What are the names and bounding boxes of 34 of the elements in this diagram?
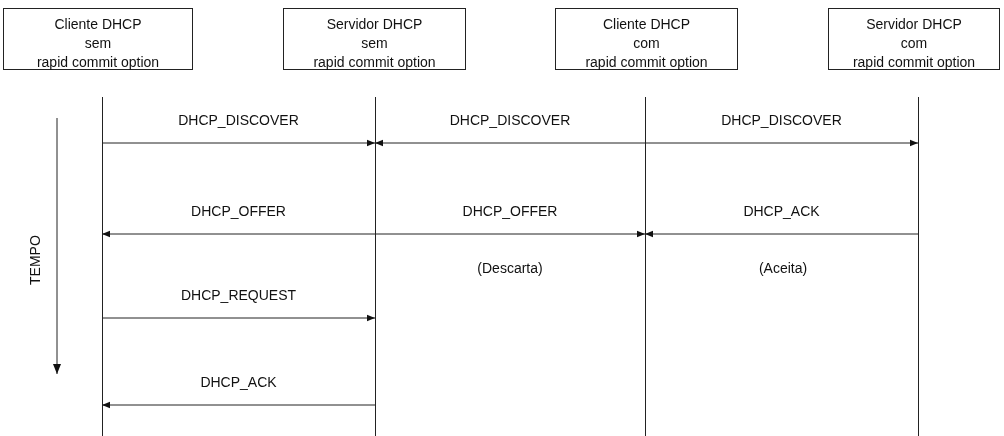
participant-label: Servidor DHCP bbox=[325, 15, 424, 34]
participant-label: rapid commit option bbox=[35, 53, 161, 72]
message-arrow bbox=[101, 230, 376, 238]
participant-label: Cliente DHCP bbox=[601, 15, 692, 34]
message-label: DHCP_OFFER bbox=[189, 203, 288, 219]
message-arrow bbox=[644, 230, 919, 238]
participant-label: Cliente DHCP bbox=[53, 15, 143, 34]
message-label: DHCP_ACK bbox=[198, 374, 279, 390]
message-label: DHCP_DISCOVER bbox=[719, 112, 844, 128]
note-label: (Descarta) bbox=[475, 260, 545, 276]
note-label: (Aceita) bbox=[756, 260, 810, 276]
lifeline bbox=[917, 97, 919, 436]
lifeline bbox=[101, 97, 103, 436]
message-arrow bbox=[374, 139, 646, 147]
participant-label: com bbox=[899, 34, 929, 53]
participant-label: rapid commit option bbox=[312, 53, 437, 72]
message-arrow bbox=[101, 314, 376, 322]
message-label: DHCP_ACK bbox=[741, 203, 822, 219]
participant-label: com bbox=[632, 34, 661, 53]
message-arrow bbox=[101, 139, 376, 147]
axis-label: TEMPO bbox=[26, 234, 44, 287]
message-arrow bbox=[101, 401, 376, 409]
message-label: DHCP_DISCOVER bbox=[176, 112, 301, 128]
participant-label: Servidor DHCP bbox=[865, 15, 963, 34]
participant-label: rapid commit option bbox=[584, 53, 709, 72]
participant-label: sem bbox=[360, 34, 389, 53]
lifeline bbox=[644, 97, 646, 436]
message-arrow bbox=[374, 230, 646, 238]
message-label: DHCP_OFFER bbox=[460, 203, 560, 219]
lifeline bbox=[374, 97, 376, 436]
participant-label: rapid commit option bbox=[851, 53, 977, 72]
message-arrow bbox=[644, 139, 919, 147]
participant-label: sem bbox=[83, 34, 113, 53]
message-label: DHCP_DISCOVER bbox=[447, 112, 573, 128]
